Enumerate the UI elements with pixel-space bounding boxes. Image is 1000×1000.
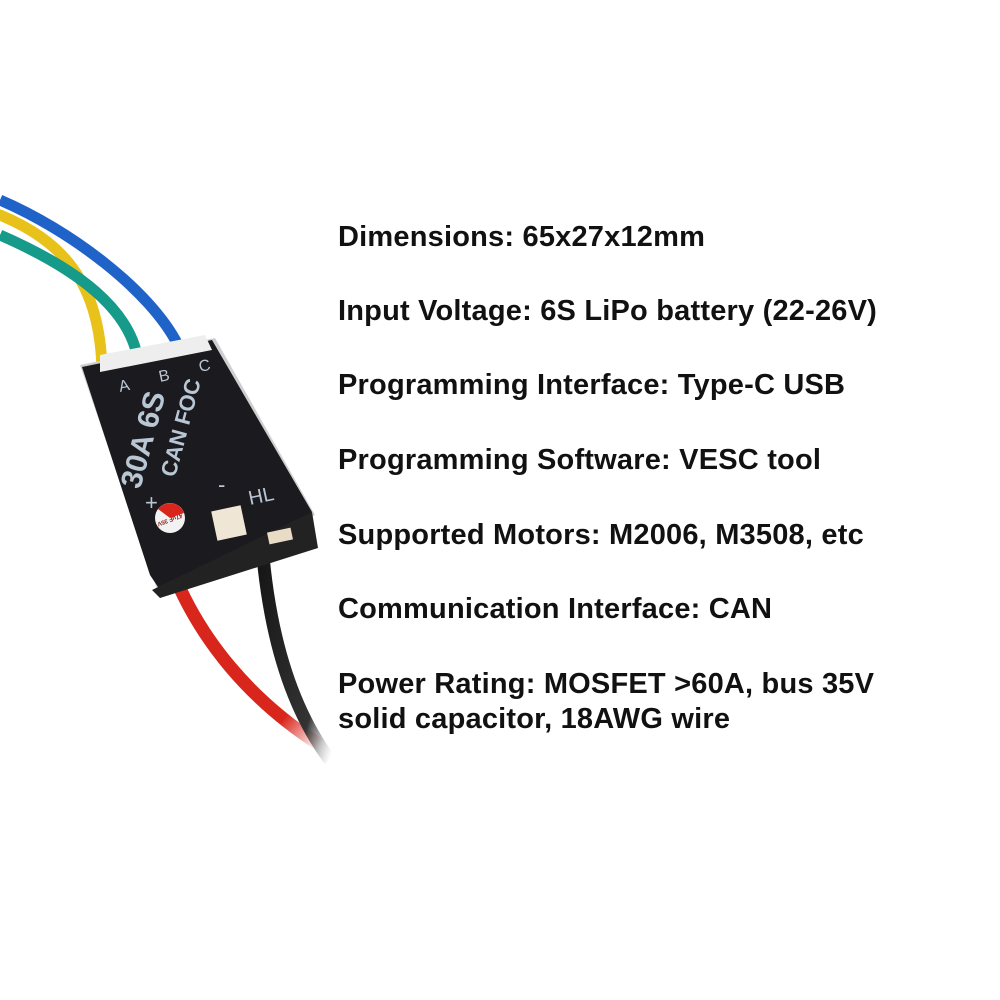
wire-blue (0, 194, 183, 348)
spec-power-rating-continued: solid capacitor, 18AWG wire (338, 703, 731, 735)
esc-body: A B C 30A 6S CAN FOC + - HL 47uF 35V (80, 335, 318, 598)
phase-label-c: C (197, 357, 212, 376)
wire-red (165, 567, 324, 751)
spec-communication-interface: Communication Interface: CAN (338, 593, 773, 625)
pin-label-plus: + (145, 490, 158, 515)
phase-label-a: A (117, 377, 131, 396)
phase-label-b: B (157, 367, 171, 386)
wire-black (255, 544, 336, 764)
pin-label-minus: - (218, 472, 225, 497)
spec-programming-software: Programming Software: VESC tool (338, 444, 822, 476)
usb-c-port (267, 527, 293, 545)
pin-label-hl: HL (246, 483, 276, 510)
spec-programming-interface: Programming Interface: Type-C USB (338, 369, 846, 401)
can-connector (211, 505, 247, 541)
spec-dimensions: Dimensions: 65x27x12mm (338, 221, 706, 253)
spec-supported-motors: Supported Motors: M2006, M3508, etc (338, 519, 864, 551)
wire-green (0, 229, 144, 362)
spec-power-rating: Power Rating: MOSFET >60A, bus 35V (338, 668, 875, 700)
spec-input-voltage: Input Voltage: 6S LiPo battery (22-26V) (338, 295, 878, 327)
